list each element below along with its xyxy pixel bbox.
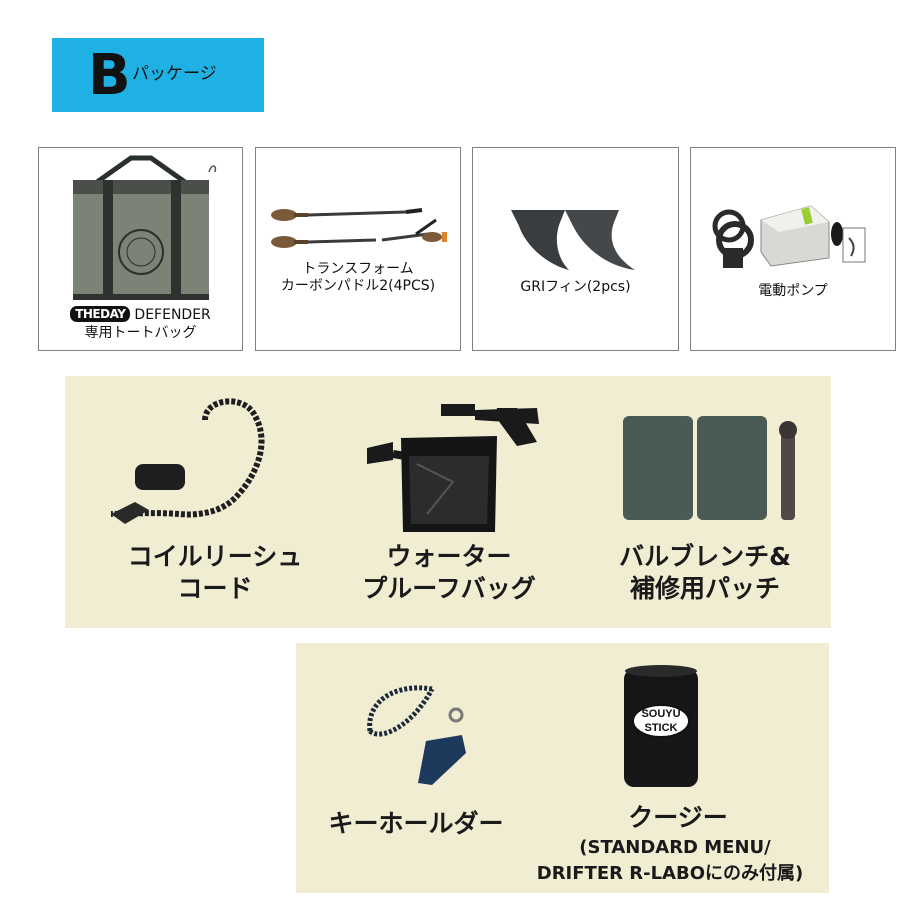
section-title: パッケージ bbox=[132, 64, 217, 84]
section-badge bbox=[52, 38, 264, 112]
item-card-fin: GRIフィン(2pcs) bbox=[472, 147, 679, 351]
paddle-icon bbox=[271, 208, 447, 248]
item-label-line1: バルブレンチ& bbox=[619, 542, 791, 571]
coil-leash-icon bbox=[110, 398, 265, 524]
valve-wrench-patch-icon bbox=[623, 416, 797, 520]
item-card-paddle: トランスフォーム カーボンパドル2(4PCS) bbox=[255, 147, 461, 351]
item-label-line2: コード bbox=[177, 574, 253, 603]
item-label-line1: ウォーター bbox=[386, 542, 512, 571]
electric-pump-icon bbox=[712, 205, 866, 268]
item-caption-line1: 電動ポンプ bbox=[758, 283, 828, 299]
item-label-line1: クージー bbox=[628, 803, 728, 832]
fin-icon bbox=[511, 210, 635, 270]
item-label-line2: プルーフバッグ bbox=[362, 574, 536, 603]
koozie-logo-line1: SOUYU bbox=[641, 708, 680, 720]
item-caption-line1: DEFENDER bbox=[134, 307, 211, 323]
item-label-line2: 補修用パッチ bbox=[629, 574, 780, 603]
item-caption-line2: カーボンパドル2(4PCS) bbox=[280, 278, 436, 294]
waterproof-bag-icon bbox=[367, 404, 539, 532]
section-letter: B bbox=[88, 43, 131, 108]
item-label-line1: キーホールダー bbox=[328, 809, 504, 838]
item-card-electric-pump: 電動ポンプ bbox=[690, 147, 896, 351]
accessory-panel-1: コイルリーシュ コード ウォーター プルーフバッグ バルブレンチ& 補修用パッチ bbox=[65, 376, 831, 628]
item-caption-line1: トランスフォーム bbox=[302, 261, 414, 277]
item-label-line2: (STANDARD MENU/ bbox=[579, 837, 771, 858]
key-holder-icon bbox=[367, 685, 466, 785]
item-caption-line1: GRIフィン(2pcs) bbox=[520, 279, 631, 295]
item-label-line3: DRIFTER R-LABOにのみ付属) bbox=[536, 863, 804, 884]
item-label-line1: コイルリーシュ bbox=[127, 542, 303, 571]
accessory-panel-2: キーホールダー SOUYU STICK クージー (STANDARD MENU/… bbox=[296, 643, 829, 893]
koozie-icon: SOUYU STICK bbox=[624, 665, 698, 787]
koozie-logo-line2: STICK bbox=[645, 722, 678, 734]
tote-bag-icon bbox=[73, 155, 217, 300]
brand-tag: THEDAY bbox=[70, 306, 131, 322]
item-caption-line2: 専用トートバッグ bbox=[84, 325, 197, 341]
